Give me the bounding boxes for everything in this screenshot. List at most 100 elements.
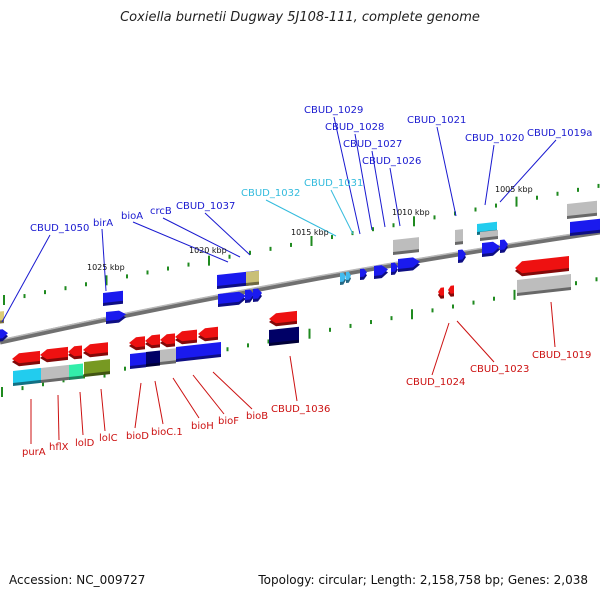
gene-purA-row2a-face xyxy=(13,367,41,383)
gene-crcB-face xyxy=(245,289,254,300)
gene-bioH-face xyxy=(160,333,175,345)
scale-label-1010: 1010 kbp xyxy=(392,208,430,217)
gene-cbud-1029 xyxy=(360,268,367,280)
leader-cbud-1029 xyxy=(333,116,361,235)
gene-bio-row2b xyxy=(146,350,160,367)
gene-bio-row2b-face xyxy=(146,350,160,364)
leader-cbud-1021 xyxy=(436,126,457,217)
label-cbud-1020: CBUD_1020 xyxy=(465,133,524,144)
gene-cbud-1028-face xyxy=(374,265,388,276)
gene-lolD-row2 xyxy=(69,363,83,380)
leader-cbud-1026 xyxy=(389,167,401,227)
gene-bioD-face xyxy=(129,336,145,348)
gene-cbud-1037 xyxy=(253,288,262,302)
label-cbud-1019: CBUD_1019 xyxy=(532,350,591,361)
gene-bioH xyxy=(160,333,175,348)
gene-bioF xyxy=(175,329,197,345)
gene-cbud-1020b xyxy=(500,239,508,253)
gene-purA xyxy=(12,350,40,367)
genome-backbone-highlight xyxy=(0,229,600,341)
gene-cbud-1026-grey xyxy=(393,237,419,255)
gene-hflX-face xyxy=(40,346,68,360)
gene-cbud-1019a xyxy=(570,218,600,236)
gene-bio-row2a-face xyxy=(130,352,146,366)
label-cbud-1028: CBUD_1028 xyxy=(325,122,384,133)
gene-cbud-1020b-face xyxy=(500,239,508,250)
gene-cbud-1019a-grey xyxy=(567,200,597,219)
gene-cbud-1032-face xyxy=(340,272,346,282)
gene-bioF-face xyxy=(175,329,197,342)
gene-lolC-face xyxy=(83,342,108,355)
gene-cbud-1036 xyxy=(269,310,297,327)
label-cbud-1021: CBUD_1021 xyxy=(407,115,466,126)
leader-cbud-1019 xyxy=(550,301,556,348)
gene-birA-arrow xyxy=(106,310,126,324)
label-bioB: bioB xyxy=(246,411,268,422)
leader-cbud-1050 xyxy=(1,234,51,323)
gene-cbud-1019 xyxy=(515,256,569,277)
gene-lolD xyxy=(68,345,82,360)
leader-cbud-1019a xyxy=(499,139,557,203)
leader-cbud-1024 xyxy=(431,322,450,376)
label-lolC: lolC xyxy=(99,433,118,444)
gene-bio-row2d xyxy=(176,342,221,362)
leader-bioH xyxy=(172,377,200,419)
gene-cbud-1026-face xyxy=(398,257,420,269)
leader-cbud-1037 xyxy=(204,212,251,256)
gene-cbud-1050-block xyxy=(0,311,4,324)
gene-cbud-1026 xyxy=(398,257,420,272)
gene-cbud-1021-grey-face xyxy=(455,229,463,242)
gene-cbud-1021-face xyxy=(458,249,466,260)
label-cbud-1037: CBUD_1037 xyxy=(176,201,235,212)
gene-cbud-1020-grey xyxy=(480,230,498,241)
gene-cbud-1019-face xyxy=(515,256,569,274)
leader-cbud-1031 xyxy=(330,189,354,235)
label-cbud-1050: CBUD_1050 xyxy=(30,223,89,234)
gene-lolC xyxy=(83,342,108,358)
leader-bioA xyxy=(132,221,229,263)
gene-cbud-1020-face xyxy=(482,241,500,254)
scale-label-1005: 1005 kbp xyxy=(495,185,533,194)
label-bioF: bioF xyxy=(218,416,239,427)
label-cbud-1036: CBUD_1036 xyxy=(271,404,330,415)
gene-cbud-1036-row2-face xyxy=(269,326,299,343)
gene-cbud-1024-face xyxy=(438,287,444,296)
label-cbud-1024: CBUD_1024 xyxy=(406,377,465,388)
leader-crcB xyxy=(162,217,241,258)
gene-bio-row2d-face xyxy=(176,342,221,359)
topology-label: Topology: circular; Length: 2,158,758 bp… xyxy=(258,573,588,587)
gene-bio-row2c-face xyxy=(160,348,176,362)
gene-birA-face xyxy=(103,290,123,303)
gene-bioA xyxy=(218,291,246,307)
gene-cbud-1031-face xyxy=(346,271,351,280)
gene-cbud-1019a-face xyxy=(570,218,600,233)
label-cbud-1026: CBUD_1026 xyxy=(362,156,421,167)
gene-cbud-1050-block-face xyxy=(0,311,4,321)
gene-cbud-1036-row2 xyxy=(269,326,299,346)
gene-purA-row2b xyxy=(41,364,70,383)
gene-bioA-face xyxy=(218,291,246,304)
leader-bioB xyxy=(212,371,253,410)
gene-cbud-1037-face xyxy=(253,288,262,299)
label-hflX: hflX xyxy=(49,442,69,453)
label-bioC1: bioC.1 xyxy=(151,427,183,438)
gene-cbud-1050-face xyxy=(0,329,8,339)
label-cbud-1032: CBUD_1032 xyxy=(241,188,300,199)
gene-hflX xyxy=(40,346,68,363)
gene-bioB xyxy=(198,326,218,342)
leader-bioF xyxy=(192,374,225,415)
label-crcB: crcB xyxy=(150,206,172,217)
gene-cbud-1019-row2-face xyxy=(517,274,571,293)
leader-birA xyxy=(101,228,107,292)
leader-cbud-1028 xyxy=(354,133,373,231)
gene-cbud-1028 xyxy=(374,265,388,279)
gene-lolC-row2 xyxy=(84,359,110,377)
gene-cbud-1021-grey xyxy=(455,229,463,245)
gene-cbud-1024 xyxy=(438,287,444,299)
gene-purA-row2b-face xyxy=(41,364,70,380)
gene-cbud-1020 xyxy=(482,241,500,257)
label-purA: purA xyxy=(22,447,46,458)
gene-bio-row2a xyxy=(130,352,146,369)
genome-backbone xyxy=(0,229,600,345)
gene-cbud-1020-cyan-face xyxy=(477,221,497,232)
